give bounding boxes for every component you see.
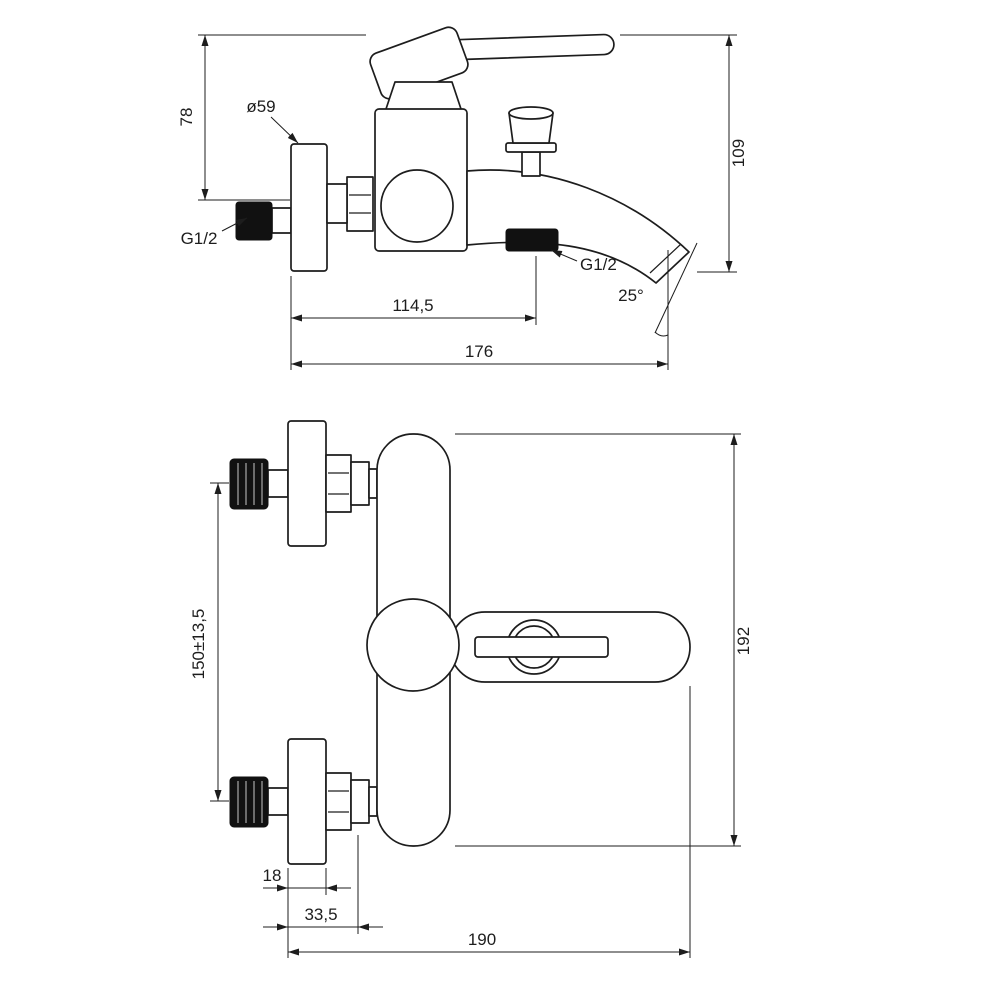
upper-wall-flange (287, 420, 327, 547)
upper-hex-nut-2 (350, 461, 370, 506)
dim-176: 176 (465, 342, 493, 361)
angle-line-25 (654, 242, 698, 334)
inlet-connector (271, 207, 292, 234)
wall-flange-side (290, 143, 328, 272)
side-view: 78 109 ø59 G1/2 114,5 176 25° G1/2 (177, 26, 748, 370)
dim-inlet-thread: G1/2 (181, 229, 218, 248)
upper-adapter (368, 468, 378, 499)
leader-outlet (550, 249, 578, 262)
cartridge-cover-front (366, 598, 460, 692)
lower-connector (267, 787, 289, 816)
dim-33: 33,5 (304, 905, 337, 924)
shower-outlet (505, 228, 559, 252)
lower-hex-nut (325, 772, 352, 831)
upper-hex-nut (325, 454, 352, 513)
lower-inlet-assembly (229, 738, 378, 865)
dim-114: 114,5 (392, 296, 433, 315)
dim-25: 25° (618, 286, 644, 305)
dim-109: 109 (729, 139, 748, 167)
spout (466, 169, 690, 284)
leader-flange (270, 116, 299, 144)
dim-192: 192 (734, 627, 753, 655)
side-view-dimensions: 78 109 ø59 G1/2 114,5 176 25° G1/2 (177, 34, 748, 370)
front-view-dimensions: 150±13,5 192 18 33,5 190 (189, 433, 753, 958)
handle-stem (384, 81, 463, 113)
upper-connector (267, 469, 289, 498)
handle-lever (443, 33, 615, 61)
upper-inlet-assembly (229, 420, 378, 547)
front-view: 150±13,5 192 18 33,5 190 (189, 420, 753, 958)
dim-outlet-thread: G1/2 (580, 255, 617, 274)
cartridge-cover-side (380, 169, 454, 243)
lower-knob-knurling (237, 781, 263, 823)
lower-adapter (368, 786, 378, 817)
aerator-line (649, 243, 682, 274)
dim-flange-diameter: ø59 (246, 97, 275, 116)
hex-nut-side (326, 176, 374, 232)
dim-18: 18 (263, 866, 282, 885)
lever-bar (474, 636, 609, 658)
lower-hex-nut-2 (350, 779, 370, 824)
diverter-knob (505, 106, 557, 177)
leader-inlet (221, 217, 248, 232)
dim-190: 190 (468, 930, 496, 949)
upper-knob-knurling (237, 463, 263, 505)
dim-150: 150±13,5 (189, 609, 208, 680)
dim-78: 78 (177, 108, 196, 127)
lower-wall-flange (287, 738, 327, 865)
lower-knob-black (229, 776, 269, 828)
upper-knob-black (229, 458, 269, 510)
angle-arc-25 (654, 331, 669, 337)
